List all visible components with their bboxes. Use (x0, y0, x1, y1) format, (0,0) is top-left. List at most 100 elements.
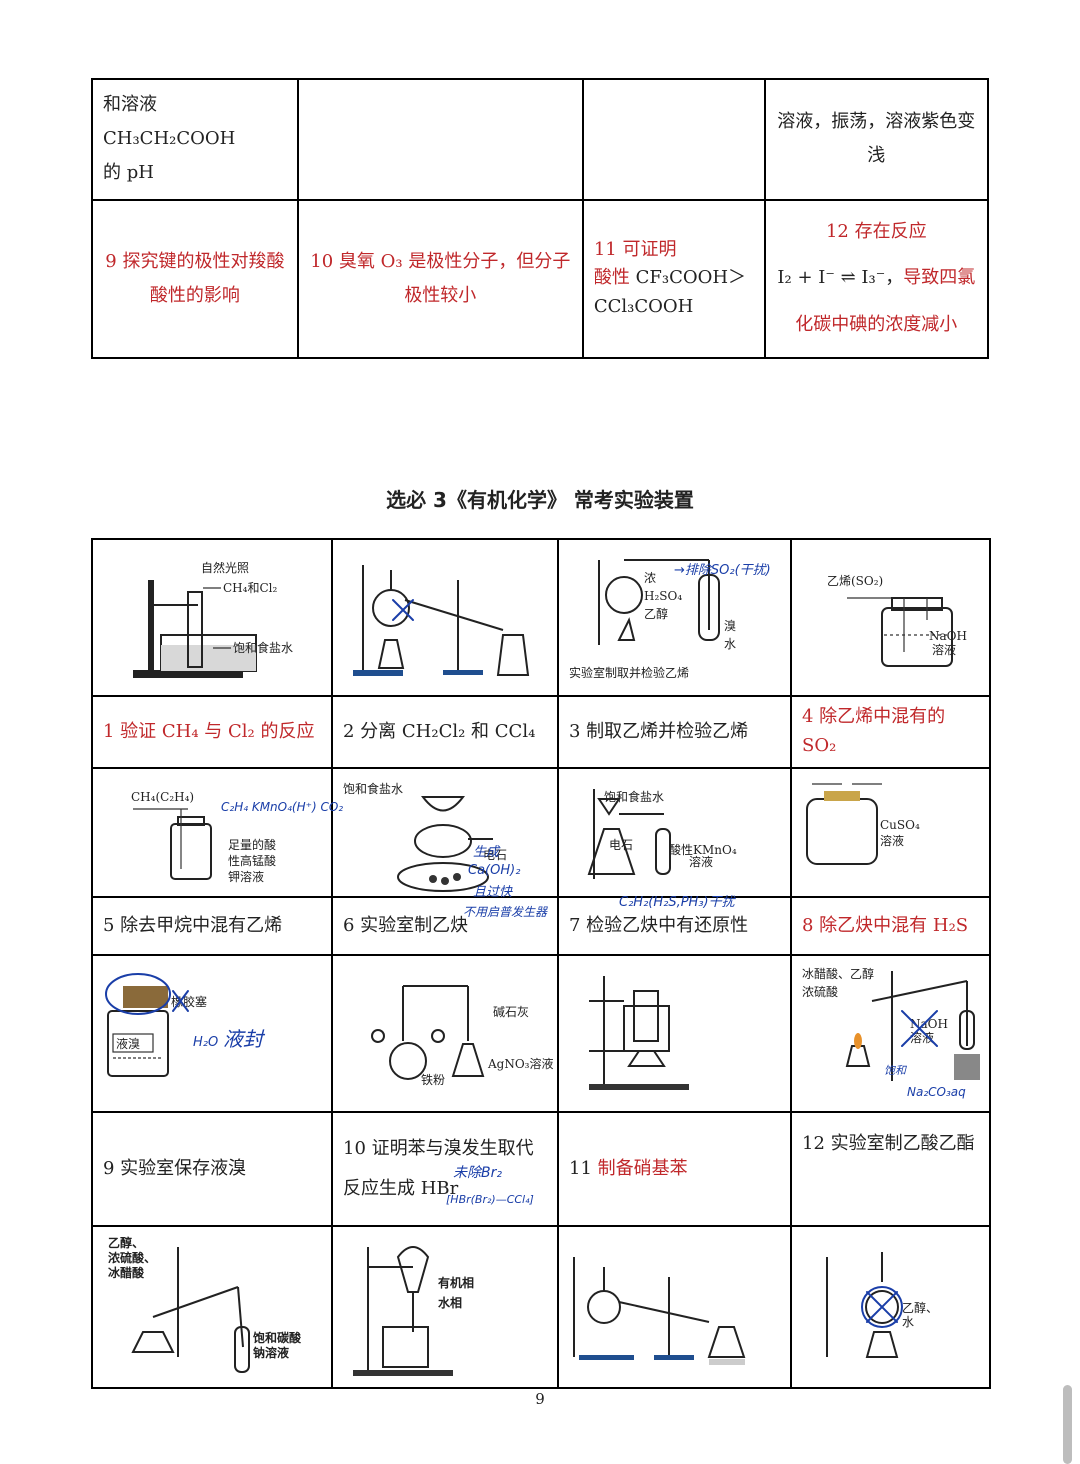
cell-text: 11 可证明 (593, 238, 677, 260)
cell-text: 9 探究键的极性对羧酸酸性的影响 (105, 250, 285, 306)
image-row: 乙醇、 浓硫酸、 冰醋酸 饱和碳酸 钠溶液 有机相 水相 (91, 1225, 991, 1389)
figure-cell: 自然光照 CH₄和Cl₂ 饱和食盐水 (91, 538, 333, 697)
figure-label: H₂SO₄ (644, 589, 682, 603)
cell-text: 和溶液 CH₃CH₂COOH (103, 94, 236, 150)
figure-label: AgNO₃溶液 (487, 1056, 554, 1071)
handwritten-annotation: C₂H₂(H₂S,PH₃)干扰 (619, 895, 737, 910)
figure-cell (331, 538, 559, 697)
benzene-bromination-figure: 碱石灰 铁粉 AgNO₃溶液 (371, 985, 554, 1087)
figure-cell: 饱和食盐水 电石 酸性KMnO₄ 溶液 (557, 767, 792, 898)
figure-cell: 有机相 水相 (331, 1225, 559, 1389)
methane-purify-figure: CH₄(C₂H₄) 足量的酸 性高锰酸 钾溶液 C₂H₄ KMnO₄(H⁺) C… (131, 790, 343, 884)
handwritten-annotation: 未除Br₂ [HBr(Br₂)—CCl₄] (446, 1165, 534, 1206)
caption: 11 制备硝基苯 (557, 1111, 792, 1227)
caption-text: 10 证明苯与溴发生取代 (343, 1138, 534, 1160)
figure-label: 饱和食盐水 (233, 640, 293, 655)
caption: 3 制取乙烯并检验乙烯 (557, 695, 792, 769)
bromine-storage-figure: 液溴 橡胶塞 H₂O 液封 (105, 973, 266, 1077)
page-number: 9 (535, 1390, 545, 1408)
cell-text: 的 pH (103, 162, 154, 184)
figure-cell: 乙醇、 浓硫酸、 冰醋酸 饱和碳酸 钠溶液 (91, 1225, 333, 1389)
distillation-apparatus-figure (353, 565, 530, 676)
handwritten-note: 液封 (223, 1027, 266, 1051)
ethyl-acetate-figure-b: 乙醇、 浓硫酸、 冰醋酸 饱和碳酸 钠溶液 (108, 1235, 302, 1373)
table-row: 和溶液 CH₃CH₂COOH 的 pH 溶液，振荡，溶液紫色变 浅 (91, 78, 990, 201)
distillation-figure-b (573, 1257, 746, 1365)
figure-label: 乙醇、 (902, 1300, 938, 1315)
caption: 4 除乙烯中混有的 SO₂ (790, 695, 991, 769)
cell-text: CCl₃COOH (593, 296, 694, 318)
cell-text: I₂ + I⁻ ⇌ I₃⁻， (777, 267, 904, 289)
cell-text: CF₃COOH＞ (635, 267, 747, 289)
cell: 和溶液 CH₃CH₂COOH 的 pH (91, 78, 299, 201)
handwritten-note: C₂H₂(H₂S,PH₃)干扰 (619, 895, 737, 910)
figure-label: 溶液 (932, 642, 956, 657)
figure-label: CuSO₄ (880, 818, 920, 832)
figure-label: 溶液 (689, 854, 713, 869)
so2-removal-figure: 乙烯(SO₂) NaOH 溶液 (827, 574, 967, 667)
figure-label: 钾溶液 (228, 869, 264, 884)
cell-text: 化碳中碘的浓度减小 (795, 314, 958, 336)
handwritten-note: 饱和 (884, 1064, 907, 1077)
figure-label: 橡胶塞 (171, 994, 207, 1009)
figure-label: 自然光照 (201, 560, 249, 575)
figure-label: NaOH (929, 629, 967, 643)
image-row: 液溴 橡胶塞 H₂O 液封 碱石灰 铁粉 AgNO₃溶液 (91, 954, 991, 1113)
cell: 11 可证明 酸性 CF₃COOH＞ CCl₃COOH (581, 198, 766, 359)
cell: 12 存在反应 I₂ + I⁻ ⇌ I₃⁻，导致四氯 化碳中碘的浓度减小 (763, 198, 990, 359)
caption: 2 分离 CH₂Cl₂ 和 CCl₄ (331, 695, 559, 769)
figure-label: 有机相 (438, 1275, 474, 1290)
scrollbar[interactable] (1063, 1385, 1072, 1464)
caption-text: 4 除乙烯中混有的 (802, 706, 946, 728)
caption: 12 实验室制乙酸乙酯 (790, 1111, 991, 1227)
caption: 1 验证 CH₄ 与 Cl₂ 的反应 (91, 695, 333, 769)
figure-label: CH₄(C₂H₄) (131, 790, 194, 804)
caption-row: 5 除去甲烷中混有乙烯 6 实验室制乙炔 生成 Ca(OH)₂ 且过快 不用启普… (91, 845, 991, 956)
figure-cell: 乙醇、 水 (790, 1225, 991, 1389)
figure-label: 钠溶液 (253, 1345, 289, 1360)
handwritten-note: [HBr(Br₂)—CCl₄] (446, 1193, 534, 1206)
section-title: 选必 3《有机化学》 常考实验装置 (386, 488, 694, 512)
caption: 6 实验室制乙炔 生成 Ca(OH)₂ 且过快 不用启普发生器 (331, 845, 559, 956)
caption-text: 7 检验乙炔中有还原性 (569, 914, 749, 936)
acetylene-prep-figure: 饱和食盐水 电石 (343, 781, 507, 892)
caption-text: SO₂ (802, 735, 837, 756)
cell: 10 臭氧 O₃ 是极性分子，但分子极性较小 (296, 198, 584, 359)
figure-label: 实验室制取并检验乙烯 (569, 665, 689, 680)
caption: 7 检验乙炔中有还原性 C₂H₂(H₂S,PH₃)干扰 (557, 895, 792, 956)
figure-label: 乙醇、 (108, 1235, 144, 1250)
cell-text: 12 存在反应 (825, 220, 927, 242)
handwritten-note: C₂H₄ KMnO₄(H⁺) CO₂ (221, 800, 343, 814)
figure-label: 饱和食盐水 (343, 781, 403, 796)
apparatus-grid: 自然光照 CH₄和Cl₂ 饱和食盐水 (91, 538, 991, 1389)
figure-label: 铁粉 (421, 1073, 445, 1087)
figure-cell (557, 1225, 792, 1389)
image-row: 自然光照 CH₄和Cl₂ 饱和食盐水 (91, 538, 991, 697)
handwritten-note: Ca(OH)₂ (468, 863, 520, 878)
caption-text: 制备硝基苯 (597, 1157, 688, 1179)
figure-label: 溴 (724, 619, 736, 633)
figure-label: 浓硫酸 (802, 984, 838, 999)
caption-text: 反应生成 HBr (343, 1178, 459, 1199)
handwritten-note: →排除SO₂(干扰) (674, 562, 771, 578)
figure-label: 乙醇 (644, 606, 668, 621)
figure-label: 水相 (438, 1295, 462, 1310)
figure-label: 饱和食盐水 (604, 789, 664, 804)
reflux-figure: 乙醇、 水 (826, 1252, 938, 1358)
figure-cell: CH₄(C₂H₄) 足量的酸 性高锰酸 钾溶液 C₂H₄ KMnO₄(H⁺) C… (91, 767, 343, 898)
handwritten-note: 不用启普发生器 (463, 905, 548, 919)
figure-label: 足量的酸 (228, 837, 276, 852)
caption: 9 实验室保存液溴 (91, 1111, 333, 1227)
cell (581, 78, 766, 201)
figure-label: 饱和碳酸 (253, 1330, 302, 1345)
acetylene-test-figure: 饱和食盐水 电石 酸性KMnO₄ 溶液 (587, 789, 737, 879)
handwritten-note: Na₂CO₃aq (907, 1085, 966, 1099)
figure-cell (557, 954, 792, 1113)
figure-cell: 液溴 橡胶塞 H₂O 液封 (91, 954, 333, 1113)
caption-text: 11 (569, 1157, 592, 1179)
figure-label: 电石 (483, 848, 507, 862)
figure-cell: 冰醋酸、乙醇 浓硫酸 NaOH 溶液 饱和 Na₂CO₃aq (790, 954, 991, 1113)
figure-label: CH₄和Cl₂ (223, 581, 277, 595)
figure-cell: 碱石灰 铁粉 AgNO₃溶液 (331, 954, 559, 1113)
figure-cell: 饱和食盐水 电石 (331, 767, 559, 898)
